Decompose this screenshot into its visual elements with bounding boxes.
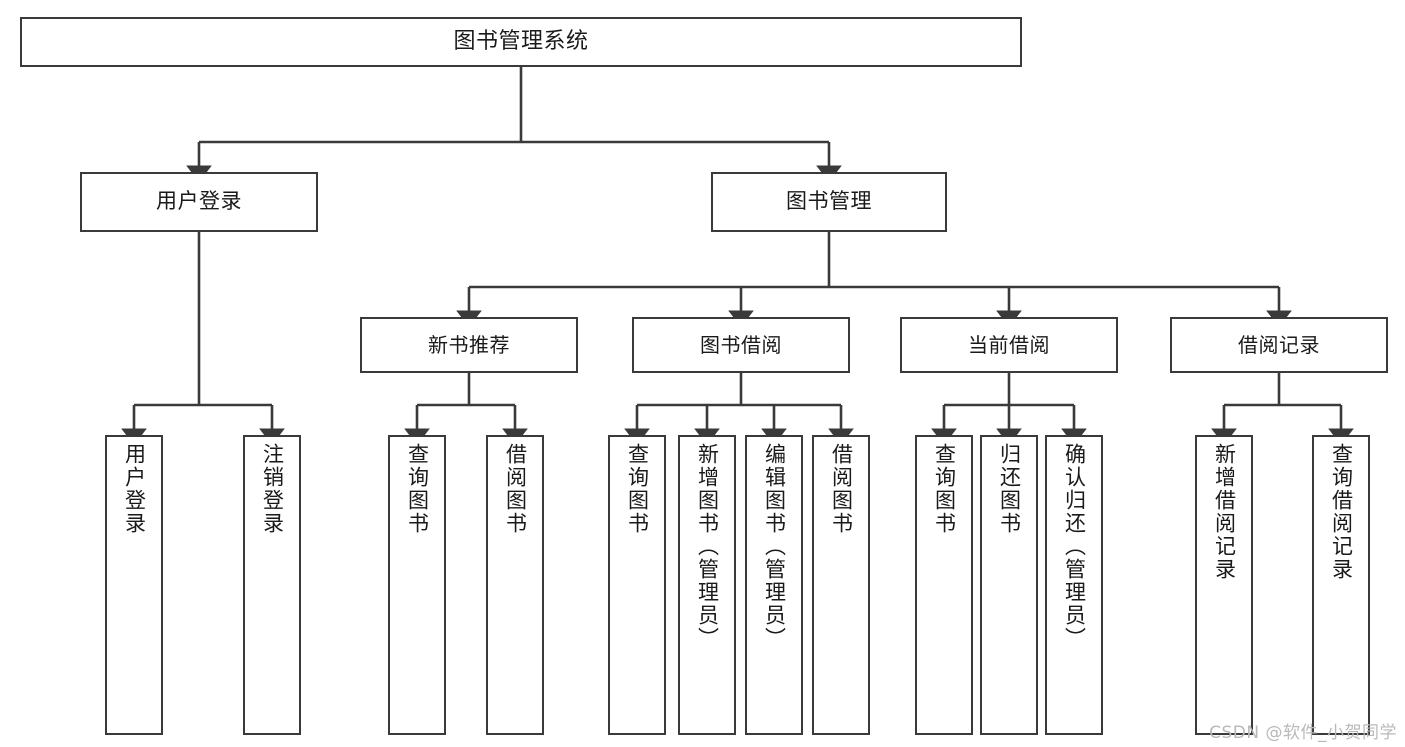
- leaf-user-login[interactable]: 用户登录: [105, 435, 163, 735]
- node-borrow-record[interactable]: 借阅记录: [1170, 317, 1388, 373]
- node-label: 注销登录: [260, 443, 285, 535]
- node-label: 借阅图书: [503, 443, 528, 535]
- node-label: 新增图书（管理员）: [695, 443, 720, 650]
- node-label: 图书管理: [786, 189, 872, 214]
- node-label: 确认归还（管理员）: [1062, 443, 1087, 650]
- leaf-query-book-1[interactable]: 查询图书: [388, 435, 446, 735]
- node-label: 图书借阅: [700, 332, 782, 357]
- node-label: 查询图书: [625, 443, 650, 535]
- node-current-borrow[interactable]: 当前借阅: [900, 317, 1118, 373]
- node-label: 查询图书: [932, 443, 957, 535]
- leaf-query-borrow-record[interactable]: 查询借阅记录: [1312, 435, 1370, 735]
- leaf-add-book[interactable]: 新增图书（管理员）: [678, 435, 736, 735]
- node-label: 借阅图书: [829, 443, 854, 535]
- leaf-confirm-return[interactable]: 确认归还（管理员）: [1045, 435, 1103, 735]
- node-label: 新书推荐: [428, 332, 510, 357]
- node-label: 归还图书: [997, 443, 1022, 535]
- node-new-book-recommend[interactable]: 新书推荐: [360, 317, 578, 373]
- node-label: 借阅记录: [1238, 332, 1320, 357]
- node-label: 当前借阅: [968, 332, 1050, 357]
- leaf-borrow-book-2[interactable]: 借阅图书: [812, 435, 870, 735]
- node-label: 新增借阅记录: [1212, 443, 1237, 581]
- node-root-system[interactable]: 图书管理系统: [20, 17, 1022, 67]
- node-label: 图书管理系统: [453, 28, 589, 54]
- node-user-login[interactable]: 用户登录: [80, 172, 318, 232]
- node-label: 用户登录: [156, 189, 242, 214]
- leaf-return-book[interactable]: 归还图书: [980, 435, 1038, 735]
- leaf-logout[interactable]: 注销登录: [243, 435, 301, 735]
- leaf-query-book-2[interactable]: 查询图书: [608, 435, 666, 735]
- node-label: 查询图书: [405, 443, 430, 535]
- node-label: 编辑图书（管理员）: [762, 443, 787, 650]
- node-label: 用户登录: [122, 443, 147, 535]
- leaf-borrow-book-1[interactable]: 借阅图书: [486, 435, 544, 735]
- node-book-borrow[interactable]: 图书借阅: [632, 317, 850, 373]
- csdn-watermark: CSDN @软件_小贺同学: [1209, 723, 1397, 743]
- leaf-query-book-3[interactable]: 查询图书: [915, 435, 973, 735]
- node-book-management[interactable]: 图书管理: [711, 172, 947, 232]
- leaf-add-borrow-record[interactable]: 新增借阅记录: [1195, 435, 1253, 735]
- node-label: 查询借阅记录: [1329, 443, 1354, 581]
- leaf-edit-book[interactable]: 编辑图书（管理员）: [745, 435, 803, 735]
